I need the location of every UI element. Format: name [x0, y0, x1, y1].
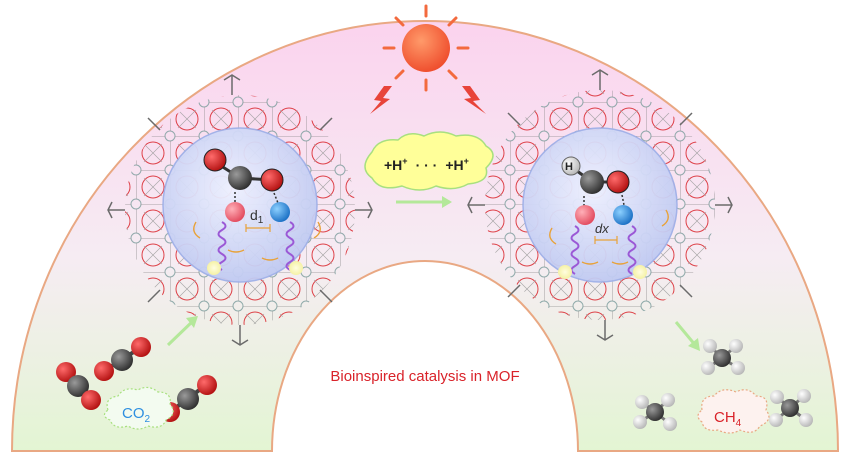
arrow-middle-icon	[396, 196, 452, 208]
ch4-molecule-2	[633, 393, 677, 431]
co2-label: CO2	[122, 405, 151, 425]
pocket-left-a	[207, 261, 221, 275]
co2-cloud	[103, 386, 174, 430]
diagram-caption: Bioinspired catalysis in MOF	[330, 368, 520, 385]
co2-molecule-1	[56, 362, 101, 410]
proton-bubble	[364, 131, 494, 191]
bound-hco-right	[561, 156, 630, 206]
flow-arrows-right	[549, 209, 669, 265]
atom-h-label: H	[565, 161, 573, 173]
ch4-cloud	[697, 389, 770, 434]
arrow-up-left-icon	[166, 316, 198, 347]
blue-metal-site-right	[613, 205, 633, 225]
lightning-left-icon	[370, 86, 392, 114]
dx-label: dx	[595, 221, 609, 236]
ch4-label: CH4	[714, 409, 742, 429]
lightning-right-icon	[462, 86, 486, 114]
arrow-down-right-icon	[674, 321, 700, 351]
flow-arrows-left	[193, 221, 321, 261]
ch4-molecule-1	[701, 339, 745, 375]
blue-metal-site-left	[270, 202, 290, 222]
pocket-right-b	[633, 265, 647, 279]
proton-text: +H+· · ·+H+	[384, 156, 469, 173]
pink-metal-site-left	[225, 202, 245, 222]
d1-label: d1	[250, 207, 264, 226]
pink-metal-site-right	[575, 205, 595, 225]
spring-left-a	[217, 221, 227, 271]
spring-right-a	[570, 225, 580, 275]
pocket-right-a	[558, 265, 572, 279]
co2-molecule-2	[94, 337, 151, 381]
pocket-left-b	[289, 261, 303, 275]
mof-cage-right	[467, 69, 733, 341]
bound-co2-left	[203, 148, 284, 204]
distance-dx	[594, 236, 618, 244]
sun-icon	[382, 4, 470, 92]
spring-left-b	[285, 221, 295, 271]
spring-right-b	[627, 225, 637, 275]
distance-d1	[245, 224, 271, 232]
ch4-molecule-3	[769, 389, 813, 427]
